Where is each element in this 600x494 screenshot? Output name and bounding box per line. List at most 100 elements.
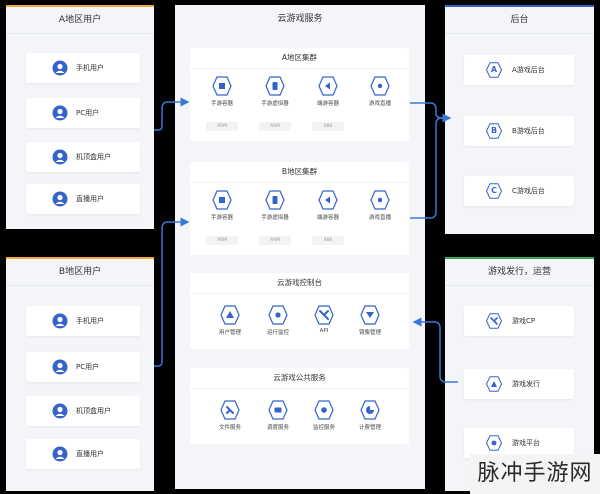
tile-label: 端游容器 [316, 101, 339, 107]
user-label: 机顶盒用户 [76, 153, 111, 161]
user-label: PC用户 [76, 363, 100, 371]
tile-dispatch-service[interactable]: 调度服务 [258, 400, 298, 431]
monitor-service-icon [314, 400, 334, 420]
cluster-b-group: B地区集群 手游容器 手游虚拟器 端游容器 游戏直播 ARM ARM X86 [190, 162, 409, 255]
tile-game-live[interactable]: 游戏直播 [360, 190, 400, 221]
arch-chip: ARM [206, 236, 238, 245]
settop-user-icon [52, 149, 68, 165]
backend-card-b[interactable]: B B游戏后台 [464, 116, 574, 146]
tile-label: 手游容器 [210, 215, 233, 221]
ops-card-platform[interactable]: 游戏平台 [464, 428, 574, 458]
phone-user-icon [52, 313, 68, 329]
public-services-title: 云游戏公共服务 [190, 368, 409, 389]
tile-label: 计费管理 [358, 425, 381, 431]
tile-run-monitor[interactable]: 运行监控 [258, 305, 298, 336]
pc-container-icon [318, 76, 338, 96]
tile-image-management[interactable]: 镜像管理 [350, 305, 390, 336]
console-title: 云游戏控制台 [190, 273, 409, 294]
badge-c-icon [486, 183, 502, 199]
tile-label: 端游容器 [316, 215, 339, 221]
console-group: 云游戏控制台 用户管理 运行监控 API 镜像管理 [190, 273, 409, 349]
mobile-emulator-icon [265, 76, 285, 96]
badge-a-icon [486, 62, 502, 78]
user-label: 机顶盒用户 [76, 407, 111, 415]
badge-a-letter: A [490, 65, 498, 74]
tile-label: 游戏直播 [368, 215, 391, 221]
arch-chip: X86 [312, 236, 344, 245]
tile-monitor-service[interactable]: 监控服务 [304, 400, 344, 431]
pc-user-icon [52, 105, 68, 121]
tile-file-service[interactable]: 文件服务 [210, 400, 250, 431]
api-icon [314, 305, 334, 325]
badge-c-letter: C [491, 186, 497, 195]
game-platform-icon [486, 435, 502, 451]
user-card-pc-a[interactable]: PC用户 [26, 98, 140, 128]
user-card-pc-b[interactable]: PC用户 [26, 352, 140, 382]
backend-card-c[interactable]: C C游戏后台 [464, 176, 574, 206]
user-label: PC用户 [76, 109, 100, 117]
badge-b-icon [486, 123, 502, 139]
image-management-icon [360, 305, 380, 325]
file-service-icon [220, 400, 240, 420]
user-card-phone-a[interactable]: 手机用户 [26, 53, 140, 83]
tile-label: API [319, 328, 329, 334]
user-card-settop-a[interactable]: 机顶盒用户 [26, 142, 140, 172]
backend-card-a[interactable]: A A游戏后台 [464, 55, 574, 85]
tile-label: 手游容器 [210, 101, 233, 107]
mobile-container-icon [212, 76, 232, 96]
live-user-icon [52, 446, 68, 462]
tile-label: 手游虚拟器 [261, 215, 289, 221]
tile-label: 游戏直播 [368, 101, 391, 107]
user-label: 手机用户 [76, 317, 104, 325]
game-cp-icon [486, 313, 502, 329]
backend-label: B游戏后台 [512, 127, 545, 135]
cloud-game-service-title: 云游戏服务 [277, 14, 323, 24]
billing-management-icon [360, 400, 380, 420]
tile-label: 运行监控 [266, 330, 289, 336]
user-card-live-b[interactable]: 直播用户 [26, 439, 140, 469]
game-live-icon [370, 76, 390, 96]
ops-card-publish[interactable]: 游戏发行 [464, 369, 574, 399]
ops-card-cp[interactable]: 游戏CP [464, 306, 574, 336]
tile-pc-container[interactable]: 端游容器 [308, 190, 348, 221]
tile-api[interactable]: API [304, 305, 344, 334]
tile-mobile-emulator[interactable]: 手游虚拟器 [255, 190, 295, 221]
mobile-emulator-icon [265, 190, 285, 210]
settop-user-icon [52, 403, 68, 419]
arch-chip: X86 [312, 122, 344, 131]
ops-label: 游戏平台 [512, 439, 540, 447]
cluster-a-group: A地区集群 手游容器 手游虚拟器 端游容器 游戏直播 ARM ARM X86 [190, 48, 409, 141]
live-user-icon [52, 191, 68, 207]
tile-label: 手游虚拟器 [261, 101, 289, 107]
game-publish-icon [486, 376, 502, 392]
tile-label: 镜像管理 [358, 330, 381, 336]
b-region-users-panel: B地区用户 手机用户 PC用户 机顶盒用户 直播用户 [6, 257, 154, 491]
tile-mobile-emulator[interactable]: 手游虚拟器 [255, 76, 295, 107]
badge-b-letter: B [490, 126, 498, 135]
a-region-users-panel: A地区用户 手机用户 PC用户 机顶盒用户 直播用户 [6, 5, 154, 229]
dispatch-service-icon [268, 400, 288, 420]
tile-label: 调度服务 [266, 425, 289, 431]
pc-user-icon [52, 359, 68, 375]
arch-chip: ARM [259, 236, 291, 245]
tile-mobile-container[interactable]: 手游容器 [202, 190, 242, 221]
user-card-settop-b[interactable]: 机顶盒用户 [26, 396, 140, 426]
publishing-ops-title: 游戏发行，运营 [445, 259, 594, 286]
tile-mobile-container[interactable]: 手游容器 [202, 76, 242, 107]
tile-billing-management[interactable]: 计费管理 [350, 400, 390, 431]
tile-label: 文件服务 [218, 425, 241, 431]
user-card-live-a[interactable]: 直播用户 [26, 184, 140, 214]
arch-chip: ARM [259, 122, 291, 131]
public-services-group: 云游戏公共服务 文件服务 调度服务 监控服务 计费管理 [190, 368, 409, 444]
a-region-users-title: A地区用户 [6, 7, 154, 34]
tile-game-live[interactable]: 游戏直播 [360, 76, 400, 107]
tile-pc-container[interactable]: 端游容器 [308, 76, 348, 107]
cluster-b-title: B地区集群 [190, 162, 409, 183]
cloud-game-service-panel: 云游戏服务 A地区集群 手游容器 手游虚拟器 端游容器 游戏直播 ARM ARM… [175, 5, 425, 489]
user-label: 手机用户 [76, 64, 104, 72]
backend-panel: 后台 A A游戏后台 B B游戏后台 C C游戏后台 [445, 5, 594, 234]
tile-user-management[interactable]: 用户管理 [210, 305, 250, 336]
user-card-phone-b[interactable]: 手机用户 [26, 306, 140, 336]
phone-user-icon [52, 60, 68, 76]
backend-title: 后台 [445, 7, 594, 34]
